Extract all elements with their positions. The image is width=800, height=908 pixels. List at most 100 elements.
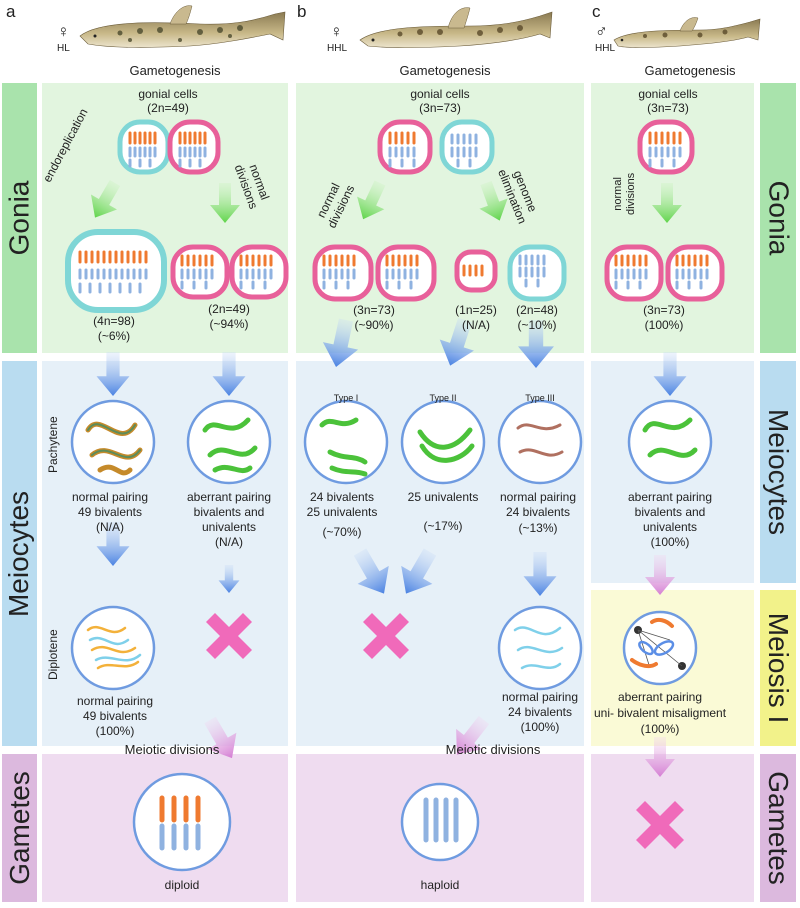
b-gamete-cell xyxy=(400,782,480,862)
c-gonial-title: gonial cells xyxy=(638,87,698,101)
a-gonial-ploidy: (2n=49) xyxy=(147,101,189,115)
gametes-band-c xyxy=(591,754,754,902)
panel-a-letter: a xyxy=(6,2,16,21)
b-gamete-label: haploid xyxy=(420,878,460,892)
a-diplotene-cell xyxy=(70,605,156,691)
a-aberrant-pairing-2: bivalents and xyxy=(193,505,265,519)
b-cross-icon xyxy=(363,613,409,659)
gonia-band-b xyxy=(296,83,584,353)
a-diplotene-1: normal pairing xyxy=(76,694,154,708)
c-aberrant-cell xyxy=(627,399,713,485)
panel-a-sex-icon: ♀ xyxy=(57,22,70,41)
c-cross-icon xyxy=(636,801,684,849)
a-aberrant-pairing-4: (N/A) xyxy=(215,535,243,549)
b-type2-line2: (~17%) xyxy=(423,519,463,533)
b-diplotene-2: 24 bivalents xyxy=(507,705,573,719)
a-pachytene-normal-cell xyxy=(70,399,156,485)
c-ploidy: (3n=73) xyxy=(643,303,685,317)
panel-b-sex-icon: ♀ xyxy=(330,22,343,41)
c-meiosis1-2: uni- bivalent misaligment xyxy=(593,706,727,720)
c-arrow-normal xyxy=(652,183,682,223)
b-p2-ploidy: (1n=25) xyxy=(455,303,497,317)
panel-c-letter: c xyxy=(592,2,601,21)
row-label-gametes-left: Gametes xyxy=(2,754,37,902)
c-pct: (100%) xyxy=(644,318,684,332)
b-diplotene-cell xyxy=(497,605,583,691)
row-label-gonia-left: Gonia xyxy=(2,83,37,353)
fish-hhl-female-icon xyxy=(359,7,553,48)
a-left-ploidy: (4n=98) xyxy=(93,314,135,328)
panel-a-gametogenesis: Gametogenesis xyxy=(129,63,221,78)
b-p1-ploidy: (3n=73) xyxy=(353,303,395,317)
a-arrow-to-gametes xyxy=(195,711,247,767)
b-p3-ploidy: (2n=48) xyxy=(516,303,558,317)
a-diplotene-3: (100%) xyxy=(95,724,135,738)
a-arrow-to-cross xyxy=(218,565,240,593)
panel-b-gametogenesis: Gametogenesis xyxy=(399,63,491,78)
panel-c-genotype: HHL xyxy=(595,43,616,54)
a-arrow-endo xyxy=(82,175,128,226)
a-normal-pairing-1: normal pairing xyxy=(71,490,149,504)
c-aberrant-4: (100%) xyxy=(650,535,690,549)
row-label-meiosis1-right: Meiosis I xyxy=(760,590,796,746)
a-pachytene-label: Pachytene xyxy=(46,416,60,473)
a-right-ploidy: (2n=49) xyxy=(208,302,250,316)
panel-b-letter: b xyxy=(297,2,307,21)
fish-hl-icon xyxy=(79,5,286,48)
a-gonial-title: gonial cells xyxy=(138,87,198,101)
a-arrow-normal xyxy=(210,183,240,223)
b-gonial-title: gonial cells xyxy=(410,87,470,101)
c-meiosis1-1: aberrant pairing xyxy=(617,690,703,704)
row-label-gametes-right: Gametes xyxy=(760,754,796,902)
b-type2-cell xyxy=(400,399,486,485)
b-type1-line1: 24 bivalents xyxy=(309,490,375,504)
b-type3-line2: 24 bivalents xyxy=(505,505,571,519)
chromosome-sets xyxy=(78,131,709,294)
c-spindle xyxy=(630,617,686,670)
b-arrow-type2-cross xyxy=(390,543,446,603)
b-diplotene-3: (100%) xyxy=(520,720,560,734)
row-label-meiocytes-right: Meiocytes xyxy=(760,361,796,583)
b-type2-line1: 25 univalents xyxy=(407,490,479,504)
b-arrow-normal xyxy=(349,176,394,226)
c-gonial-cell-pink xyxy=(637,119,695,175)
b-type2-label: Type II xyxy=(429,393,457,403)
a-cross-icon xyxy=(206,613,252,659)
panel-c-sex-icon: ♂ xyxy=(595,22,608,41)
b-type3-line3: (~13%) xyxy=(518,521,558,535)
a-meiotic-divisions: Meiotic divisions xyxy=(124,742,220,757)
panel-c-gametogenesis: Gametogenesis xyxy=(644,63,736,78)
a-diplotene-2: 49 bivalents xyxy=(82,709,148,723)
c-arrow-to-meiocytes xyxy=(653,352,687,396)
panel-a-genotype: HL xyxy=(57,43,70,54)
cross-icons xyxy=(206,613,684,849)
b-type1-line3: (~70%) xyxy=(322,525,362,539)
a-normal-pairing-3: (N/A) xyxy=(96,520,124,534)
b-type1-label: Type I xyxy=(333,393,359,403)
c-arrow-to-meiosis1 xyxy=(645,555,675,595)
a-right-pct: (~94%) xyxy=(209,317,249,331)
b-p1-pct: (~90%) xyxy=(354,318,394,332)
c-aberrant-1: aberrant pairing xyxy=(627,490,713,504)
c-meiosis1-3: (100%) xyxy=(640,722,680,736)
b-meiotic-divisions: Meiotic divisions xyxy=(445,742,541,757)
a-arrow-to-pachytene-left xyxy=(96,352,130,396)
a-pachytene-aberrant-cell xyxy=(186,399,272,485)
b-type3-line1: normal pairing xyxy=(499,490,577,504)
b-p2-pct: (N/A) xyxy=(462,318,490,332)
fish-hhl-male-icon xyxy=(613,17,761,48)
b-type3-label: Type III xyxy=(525,393,555,403)
row-label-meiocytes-left: Meiocytes xyxy=(2,361,37,746)
a-normal-pairing-2: 49 bivalents xyxy=(77,505,143,519)
c-arrow-to-gametes xyxy=(645,737,675,777)
b-diplotene-1: normal pairing xyxy=(501,690,579,704)
c-aberrant-3: univalents xyxy=(642,520,698,534)
b-arrow-to-diplotene xyxy=(523,552,557,596)
a-left-pct: (~6%) xyxy=(97,329,131,343)
c-gonial-ploidy: (3n=73) xyxy=(647,101,689,115)
b-gonial-ploidy: (3n=73) xyxy=(419,101,461,115)
b-type3-cell xyxy=(497,399,583,485)
b-p3-pct: (~10%) xyxy=(517,318,557,332)
